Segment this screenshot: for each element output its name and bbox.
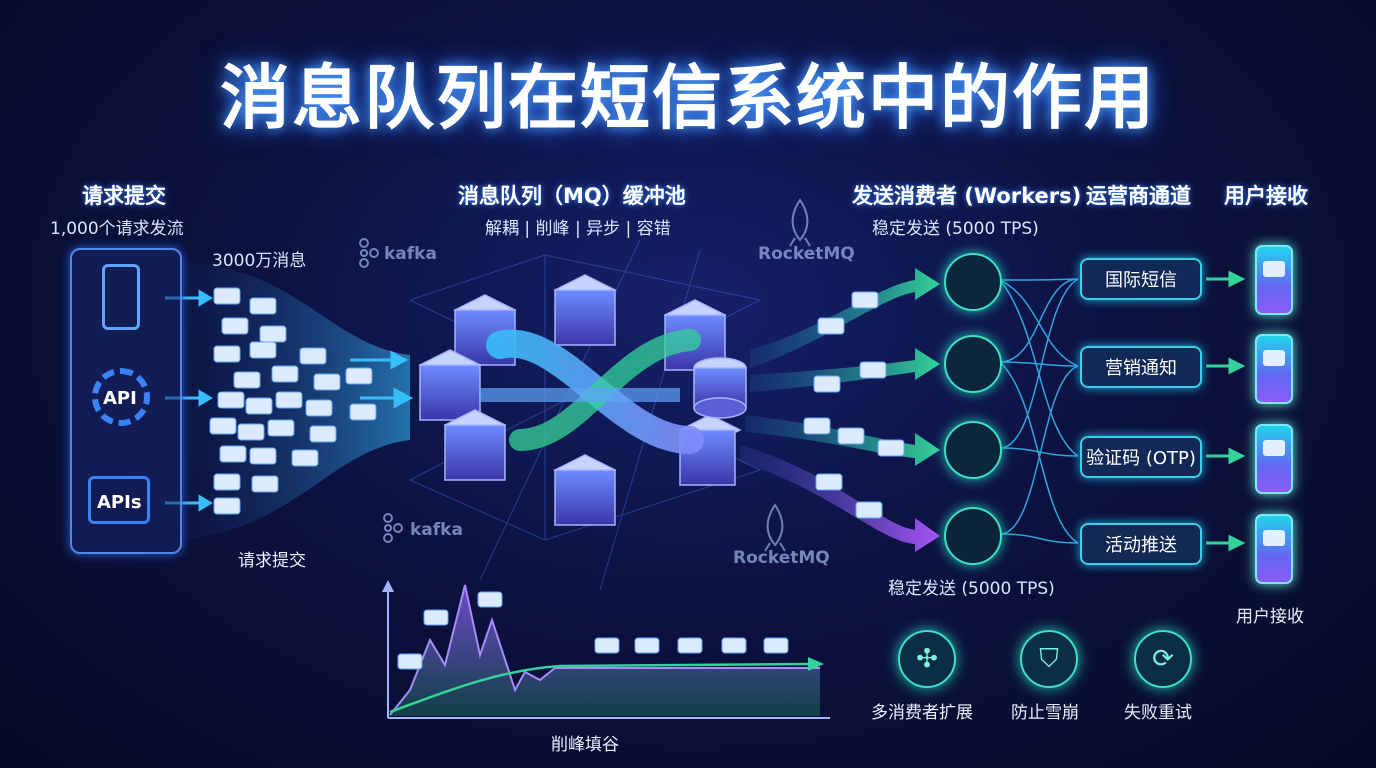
delivery-arrows [1206, 270, 1246, 552]
kafka-icon [383, 513, 403, 543]
peak-chart-label: 削峰填谷 [551, 735, 619, 755]
database-cylinder [693, 357, 747, 419]
user-phone-icon [1255, 245, 1293, 315]
server-cube [553, 274, 617, 346]
channel-international-sms: 国际短信 [1080, 258, 1202, 300]
server-cube [553, 454, 617, 526]
rocketmq-logo-text: RocketMQ [733, 548, 830, 568]
page-title: 消息队列在短信系统中的作用 [220, 57, 1156, 139]
apis-label: APIs [97, 492, 142, 513]
apis-window-icon [88, 476, 150, 524]
routing-lines [999, 278, 1079, 544]
request-arrows [165, 289, 414, 512]
peak-chart [382, 580, 830, 719]
server-cubes [418, 274, 747, 526]
rocketmq-logo-text: RocketMQ [758, 244, 855, 264]
message-bubbles [209, 287, 377, 515]
user-phone-icon [1255, 514, 1293, 584]
retry-icon: ⟳ [1134, 630, 1192, 688]
rocket-icon [789, 198, 811, 247]
kafka-logo-text: kafka [384, 244, 437, 264]
user-bottom-label: 用户接收 [1236, 607, 1304, 627]
channel-marketing: 营销通知 [1080, 346, 1202, 388]
user-header: 用户接收 [1224, 184, 1308, 208]
kafka-icon [359, 238, 379, 268]
fan-icon: ✣ [898, 630, 956, 688]
consumers-subtitle: 稳定发送 (5000 TPS) [872, 219, 1039, 239]
queue-header: 消息队列（MQ）缓冲池 [458, 184, 686, 208]
request-header: 请求提交 [82, 184, 166, 208]
request-bottom-label: 请求提交 [238, 551, 306, 571]
server-cube [418, 349, 482, 421]
user-phone-icon [1255, 334, 1293, 404]
output-arrow [740, 445, 940, 552]
worker-icon [944, 507, 1002, 565]
queue-subtitle: 解耦 | 削峰 | 异步 | 容错 [485, 219, 671, 239]
consumers-bottom-label: 稳定发送 (5000 TPS) [888, 579, 1055, 599]
feature-label: 失败重试 [1124, 703, 1192, 723]
kafka-logo-text: kafka [410, 520, 463, 540]
output-bubbles [803, 291, 905, 519]
channel-campaign-push: 活动推送 [1080, 523, 1202, 565]
phone-icon [102, 264, 140, 330]
feature-label: 多消费者扩展 [871, 703, 973, 723]
api-label: API [103, 388, 137, 409]
worker-icon [944, 335, 1002, 393]
shield-icon: ⛉ [1020, 630, 1078, 688]
request-count-label: 3000万消息 [212, 251, 307, 271]
server-cube [443, 409, 507, 481]
request-subtitle: 1,000个请求发流 [50, 219, 184, 239]
channel-otp: 验证码 (OTP) [1080, 436, 1202, 478]
consumers-header: 发送消费者 (Workers) [852, 184, 1082, 208]
carrier-header: 运营商通道 [1086, 184, 1191, 208]
rocket-icon [764, 503, 786, 552]
user-phone-icon [1255, 424, 1293, 494]
feature-label: 防止雪崩 [1011, 703, 1079, 723]
gear-icon [92, 368, 150, 426]
worker-icon [944, 421, 1002, 479]
output-arrow [750, 348, 940, 392]
worker-icon [944, 253, 1002, 311]
output-arrow [750, 268, 940, 368]
